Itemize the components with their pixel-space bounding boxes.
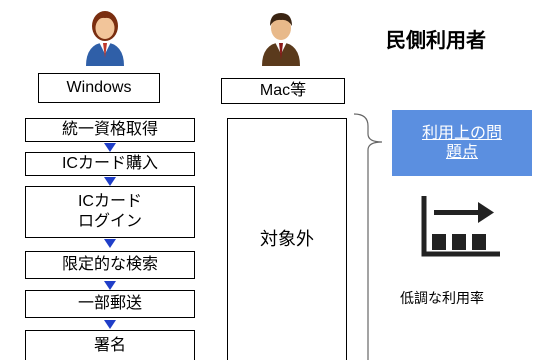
flow-arrow-icon <box>104 320 116 329</box>
flow-arrow-icon <box>104 143 116 152</box>
bar-chart-arrow-icon <box>421 196 500 257</box>
flow-arrow-icon <box>104 281 116 290</box>
issue-link-line2: 題点 <box>445 144 478 161</box>
step-ic-card-purchase: ICカード購入 <box>25 152 195 176</box>
page-title: 民側利用者 <box>386 30 486 52</box>
issue-link-line1: 利用上の問 <box>421 124 502 142</box>
user-male-icon <box>262 13 300 66</box>
low-usage-label: 低調な利用率 <box>400 290 484 306</box>
step-partial-mail: 一部郵送 <box>25 290 195 318</box>
step-signature: 署名 <box>25 330 195 360</box>
flow-arrow-icon <box>104 177 116 186</box>
user-female-icon <box>86 11 124 66</box>
issue-link[interactable]: 利用上の問 題点 <box>392 110 532 176</box>
mac-out-of-scope: 対象外 <box>227 118 347 360</box>
step-limited-search: 限定的な検索 <box>25 251 195 279</box>
mac-header: Mac等 <box>221 78 345 104</box>
step-ic-card-login: ICカード ログイン <box>25 186 195 238</box>
flow-arrow-icon <box>104 239 116 248</box>
windows-header: Windows <box>38 73 160 103</box>
step-unified-qualification: 統一資格取得 <box>25 118 195 142</box>
bracket <box>353 113 383 360</box>
